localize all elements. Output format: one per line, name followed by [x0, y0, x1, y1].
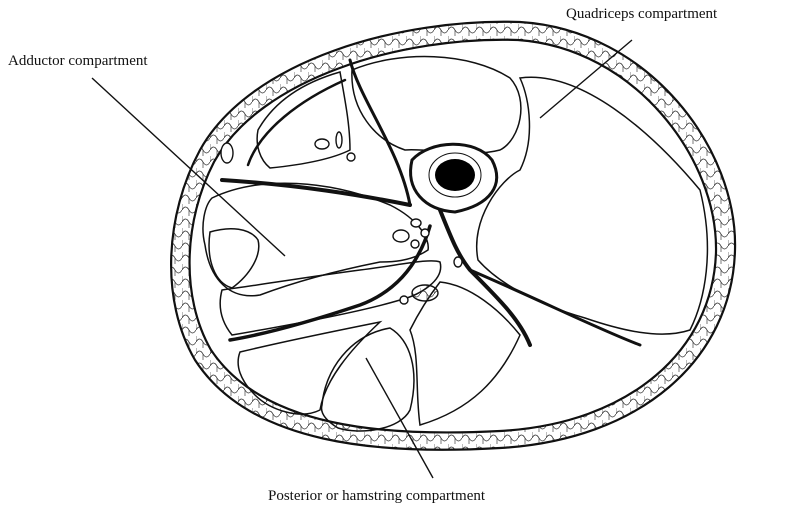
label-posterior-compartment: Posterior or hamstring compartment	[268, 487, 485, 505]
label-adductor-compartment: Adductor compartment	[8, 52, 148, 70]
leader-line-posterior	[366, 358, 433, 478]
femur	[411, 144, 497, 212]
skin-and-fat-layer	[171, 22, 735, 450]
label-quadriceps-compartment: Quadriceps compartment	[566, 5, 717, 23]
